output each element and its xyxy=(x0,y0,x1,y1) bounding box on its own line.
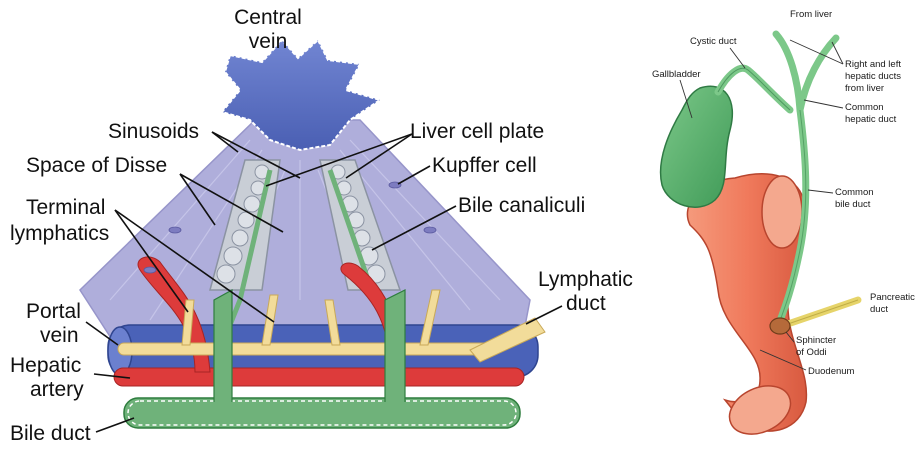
leader-sinusoids-2 xyxy=(211,131,301,179)
label-hepatic-ducts-3: from liver xyxy=(845,83,884,94)
label-liver-cell-plate: Liver cell plate xyxy=(410,120,544,143)
leader-duodenum xyxy=(759,349,807,371)
leader-portal-vein xyxy=(85,321,119,346)
label-hepatic-artery-2: artery xyxy=(30,378,84,401)
label-sinusoids: Sinusoids xyxy=(108,120,199,143)
leader-cystic-duct xyxy=(729,47,746,69)
leader-lymph-2 xyxy=(114,209,275,323)
lymphatic-duct xyxy=(469,317,546,363)
label-terminal-lymphatics-1: Terminal xyxy=(26,196,105,219)
label-common-hepatic-duct-2: hepatic duct xyxy=(845,114,897,125)
label-from-liver: From liver xyxy=(790,9,832,20)
label-common-hepatic-duct-1: Common xyxy=(845,102,884,113)
leader-plate-2 xyxy=(265,133,413,187)
leader-hepatic-ducts-2 xyxy=(831,41,844,65)
bile-duct-branch-left xyxy=(213,288,233,402)
leader-disse-2 xyxy=(179,173,284,233)
cystic-duct-outline xyxy=(717,67,791,111)
left-hepatic-duct xyxy=(796,34,840,114)
label-kupffer-cell: Kupffer cell xyxy=(432,154,537,177)
label-lymphatic-duct-2: duct xyxy=(566,292,606,315)
label-pancreatic-duct-2: duct xyxy=(870,304,888,315)
leader-kupffer xyxy=(397,165,431,185)
label-hepatic-artery-1: Hepatic xyxy=(10,354,81,377)
label-portal-vein-1: Portal xyxy=(26,300,81,323)
label-common-bile-duct-2: bile duct xyxy=(835,199,871,210)
leader-bile-duct xyxy=(95,417,135,433)
liver-lobule-diagram: Central vein Sinusoids Space of Disse Te… xyxy=(10,6,633,445)
leader-canaliculi xyxy=(371,205,457,251)
leader-disse-1 xyxy=(179,173,216,226)
label-common-bile-duct-1: Common xyxy=(835,187,874,198)
label-cystic-duct: Cystic duct xyxy=(690,36,737,47)
label-space-of-disse: Space of Disse xyxy=(26,154,167,177)
leader-sphincter xyxy=(785,331,795,343)
bile-duct-branch-right xyxy=(384,289,406,402)
label-sphincter-2: of Oddi xyxy=(796,347,827,358)
bile-duct-tube xyxy=(123,397,521,429)
gallbladder xyxy=(659,85,734,208)
leader-lymph-1 xyxy=(114,209,189,313)
label-central-vein-1: Central xyxy=(234,6,302,29)
label-hepatic-ducts-1: Right and left xyxy=(845,59,901,70)
leader-hepatic-ducts-1 xyxy=(789,39,844,65)
label-terminal-lymphatics-2: lymphatics xyxy=(10,222,109,245)
label-lymphatic-duct-1: Lymphatic xyxy=(538,268,633,291)
label-bile-duct: Bile duct xyxy=(10,422,91,445)
leader-common-hepatic xyxy=(803,99,844,109)
common-bile-duct-outline xyxy=(777,109,807,327)
label-pancreatic-duct-1: Pancreatic xyxy=(870,292,915,303)
central-vein xyxy=(220,38,383,152)
label-central-vein-2: vein xyxy=(249,30,288,53)
leader-gallbladder xyxy=(679,79,693,119)
leader-hepatic-artery xyxy=(93,373,131,379)
label-duodenum: Duodenum xyxy=(808,366,855,377)
sphincter-of-oddi xyxy=(769,317,791,335)
leader-sinusoids-1 xyxy=(211,131,239,153)
bile-duct-outline xyxy=(127,400,517,426)
leader-common-bile xyxy=(807,189,834,194)
biliary-tree-diagram: From liver Cystic duct Gallbladder Right… xyxy=(652,9,915,435)
leader-lymphatic-duct xyxy=(525,305,563,325)
leader-plate-1 xyxy=(345,133,413,179)
duodenum-opening-bottom xyxy=(728,385,792,435)
label-hepatic-ducts-2: hepatic ducts xyxy=(845,71,901,82)
label-bile-canaliculi: Bile canaliculi xyxy=(458,194,585,217)
label-sphincter-1: Sphincter xyxy=(796,335,836,346)
pancreatic-duct-outline xyxy=(781,299,859,327)
label-gallbladder: Gallbladder xyxy=(652,69,701,80)
label-portal-vein-2: vein xyxy=(40,324,79,347)
hepatic-artery-tube xyxy=(113,367,525,387)
duodenum-opening-top xyxy=(761,175,803,249)
